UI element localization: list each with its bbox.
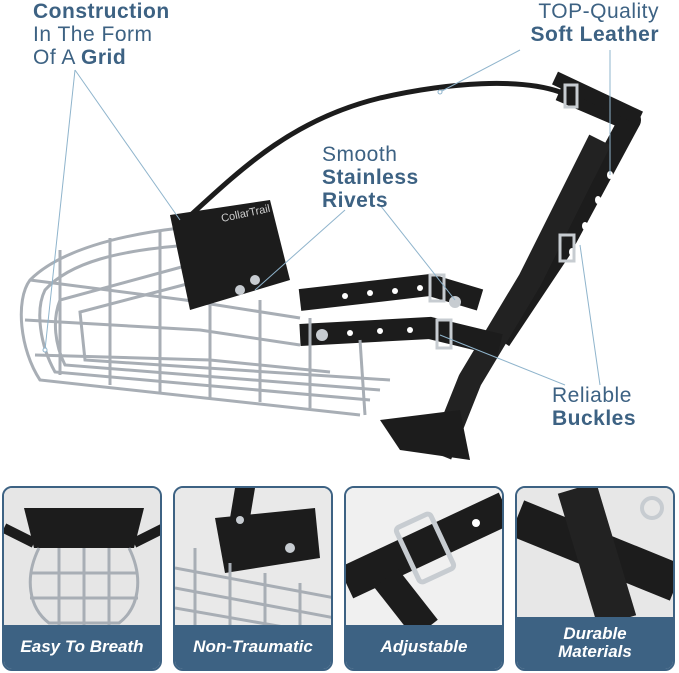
leader-leather	[439, 49, 521, 93]
feature-panel-breath: Easy To Breath	[2, 486, 162, 671]
callout-buckles-line1: Reliable	[552, 384, 632, 407]
buckle-photo	[346, 488, 502, 629]
leader-rivets-2	[379, 204, 456, 301]
callout-rivets: Smooth Stainless Rivets	[322, 143, 419, 212]
feature-label-durable-line2: Materials	[558, 642, 632, 661]
lower-side-strap	[299, 316, 503, 356]
leader-buckles-2	[579, 244, 601, 386]
leader-buckles	[439, 334, 566, 386]
feature-label-durable-line1: Durable	[563, 624, 627, 643]
leader-rivets	[254, 209, 346, 291]
leader-grid-2	[74, 69, 181, 221]
callout-buckles: Reliable Buckles	[552, 384, 636, 430]
callout-grid-line2: In The Form	[33, 23, 153, 46]
nose-band-photo	[175, 488, 331, 629]
callout-buckles-line2: Buckles	[552, 407, 637, 430]
leader-grid	[44, 69, 76, 351]
muzzle-illustration: CollarTrail	[19, 49, 643, 460]
leather-photo	[517, 488, 673, 621]
feature-label-adjustable: Adjustable	[346, 625, 502, 669]
feature-label-non-traumatic: Non-Traumatic	[175, 625, 331, 669]
callout-leather-line1: TOP-Quality	[538, 0, 659, 23]
callout-leather-line2: Soft Leather	[530, 23, 659, 46]
buckle-top	[563, 83, 579, 109]
callout-grid-line3: Of A	[33, 46, 75, 69]
front-cage-photo	[4, 488, 160, 629]
feature-panel-non-traumatic: Non-Traumatic	[173, 486, 333, 671]
rivet	[449, 296, 461, 308]
buckle-lower	[435, 318, 453, 350]
callout-rivets-line1: Smooth	[322, 143, 398, 166]
callout-leather: TOP-Quality Soft Leather	[530, 0, 659, 46]
chin-leather	[380, 410, 470, 460]
callout-grid: Construction In The Form Of A Grid	[33, 0, 170, 69]
callout-grid-line1: Construction	[33, 0, 170, 23]
buckle-right	[558, 233, 576, 263]
feature-panel-adjustable: Adjustable	[344, 486, 504, 671]
callout-rivets-line3: Rivets	[322, 189, 389, 212]
callout-grid-line3-bold: Grid	[81, 46, 127, 69]
feature-label-breath: Easy To Breath	[4, 625, 160, 669]
rivet	[316, 329, 328, 341]
callout-rivets-line2: Stainless	[322, 166, 419, 189]
nose-band	[170, 200, 290, 310]
buckle-upper	[428, 273, 446, 303]
top-head-strap	[178, 80, 561, 227]
